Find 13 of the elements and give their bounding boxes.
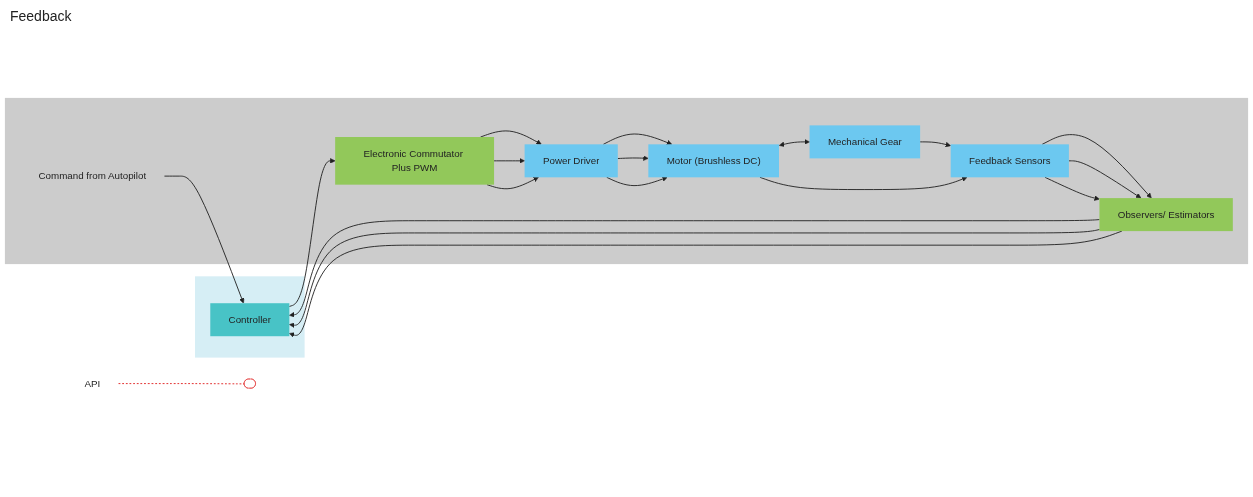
cluster xyxy=(195,275,305,358)
node-box: Power Driver xyxy=(524,143,618,177)
node-text: Command from Autopilot xyxy=(38,170,147,181)
connector xyxy=(118,382,245,384)
node-box: Feedback Sensors xyxy=(950,143,1069,177)
cluster xyxy=(4,97,1249,264)
node-box: Controller xyxy=(210,302,290,336)
node-text: API xyxy=(84,377,101,388)
node-box: Electronic Commutator Plus PWM xyxy=(335,136,495,185)
node-box: Motor (Brushless DC) xyxy=(648,143,779,177)
node-box: Mechanical Gear xyxy=(809,124,921,158)
node-box: Observers/ Estimators xyxy=(1099,197,1233,231)
feedback-label: Feedback xyxy=(10,8,72,24)
